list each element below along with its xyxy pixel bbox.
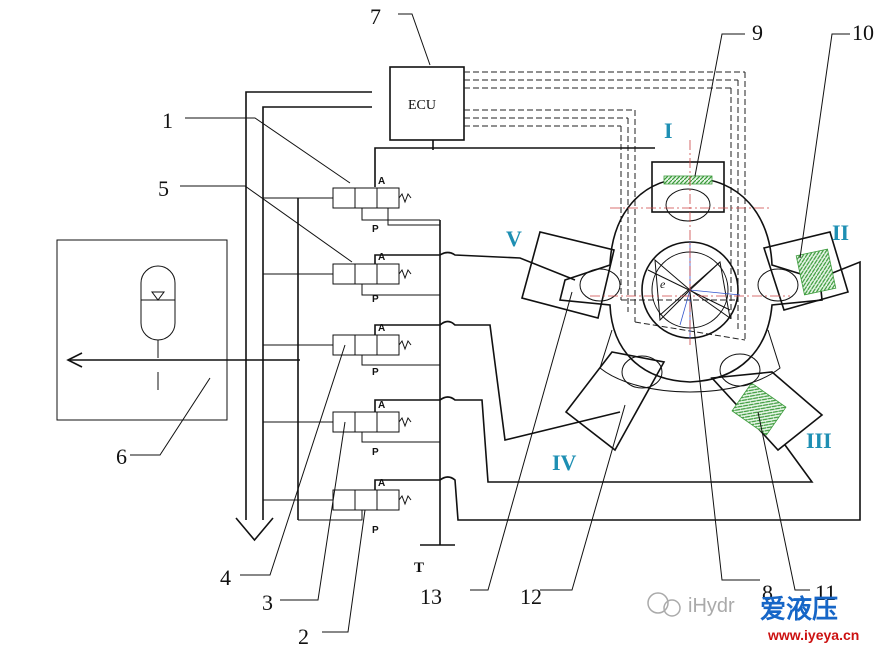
- port-label-a-5: A: [378, 478, 385, 489]
- callout-8: 8: [762, 580, 773, 605]
- cylinder-label-2: II: [832, 220, 849, 245]
- callout-12: 12: [520, 584, 542, 609]
- callout-5: 5: [158, 176, 169, 201]
- port-label-a-2: A: [378, 252, 385, 263]
- port-label-p-5: P: [372, 525, 379, 536]
- watermark-url: www.iyeya.cn: [767, 627, 859, 643]
- cylinder-label-4: IV: [552, 450, 577, 475]
- signal-lines: [464, 71, 746, 341]
- leader-lines: [130, 13, 850, 633]
- port-label-p-2: P: [372, 294, 379, 305]
- callout-6: 6: [116, 444, 127, 469]
- radial-pump: e: [521, 140, 850, 452]
- callout-2: 2: [298, 624, 309, 649]
- callout-11: 11: [815, 580, 836, 605]
- valve-3: [332, 396, 814, 483]
- callout-4: 4: [220, 565, 231, 590]
- port-label-p-4: P: [372, 447, 379, 458]
- callout-10: 10: [852, 20, 874, 45]
- watermark-brand: 爱液压: [760, 594, 838, 624]
- port-label-a-1: A: [378, 176, 385, 187]
- port-label-t: T: [414, 560, 424, 576]
- supply-line: [66, 352, 300, 368]
- callout-13: 13: [420, 584, 442, 609]
- return-arrow: [235, 91, 372, 542]
- port-label-p-1: P: [372, 224, 379, 235]
- port-label-a-3: A: [378, 323, 385, 334]
- watermark-text: iHydr: [688, 595, 735, 617]
- valve-5: [332, 251, 576, 296]
- port-label-p-3: P: [372, 367, 379, 378]
- callout-3: 3: [262, 590, 273, 615]
- valve-4: [332, 320, 621, 441]
- port-label-a-4: A: [378, 400, 385, 411]
- callout-1: 1: [162, 108, 173, 133]
- cylinder-label-1: I: [664, 118, 673, 143]
- cylinder-label-5: V: [506, 226, 522, 251]
- accumulator-box: [56, 239, 228, 421]
- valve-bank: [263, 147, 655, 546]
- ecu-label: ECU: [408, 98, 436, 113]
- watermark: iHydr 爱液压 www.iyeya.cn: [647, 592, 859, 643]
- callout-7: 7: [370, 4, 381, 29]
- cylinder-label-3: III: [806, 428, 832, 453]
- valve-1: [332, 187, 440, 226]
- svg-text:e: e: [660, 277, 666, 291]
- callout-9: 9: [752, 20, 763, 45]
